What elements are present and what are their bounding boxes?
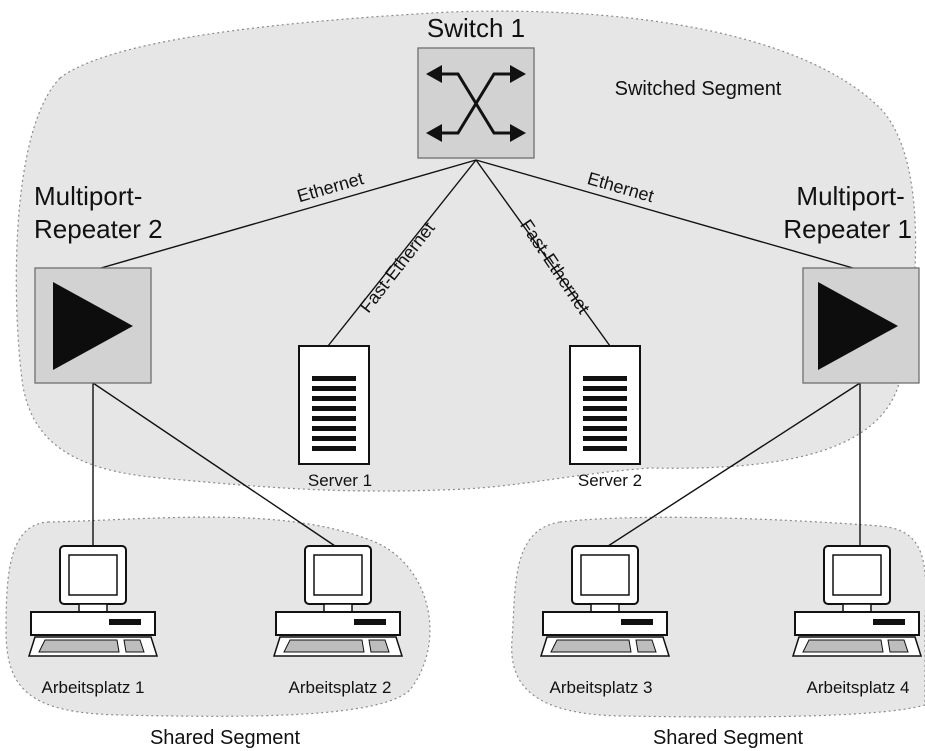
switch-label: Switch 1 — [427, 13, 525, 43]
server-2-label: Server 2 — [578, 471, 642, 490]
switch-device — [417, 47, 535, 159]
link-switch-repeater2 — [93, 159, 477, 271]
server-1-icon — [298, 345, 370, 465]
play-triangle-icon — [818, 282, 898, 370]
switched-segment-area — [15, 10, 917, 492]
play-triangle-icon — [53, 282, 133, 370]
switch-arrows-icon — [438, 72, 512, 135]
repeater-2-device — [34, 267, 152, 384]
switched-segment-label: Switched Segment — [615, 78, 782, 100]
repeater-1-label: Multiport- Repeater 1 — [783, 181, 912, 244]
link-repeater1-pc3 — [604, 382, 861, 549]
server-1-label: Server 1 — [308, 471, 372, 490]
repeater-2-label: Multiport- Repeater 2 — [34, 181, 163, 244]
link-switch-repeater1 — [475, 159, 861, 271]
repeater-1-device — [802, 267, 920, 384]
link-switch-server1 — [327, 159, 477, 347]
link-switch-server2 — [475, 159, 611, 347]
shared-segment-left-label: Shared Segment — [150, 727, 301, 749]
workstation-3-label: Arbeitsplatz 3 — [550, 678, 653, 697]
workstation-1-label: Arbeitsplatz 1 — [42, 678, 145, 697]
link-repeater2-pc2 — [92, 382, 339, 549]
workstation-4-label: Arbeitsplatz 4 — [807, 678, 910, 697]
shared-segment-right-label: Shared Segment — [653, 727, 804, 749]
workstation-2-label: Arbeitsplatz 2 — [289, 678, 392, 697]
server-2-icon — [569, 345, 641, 465]
